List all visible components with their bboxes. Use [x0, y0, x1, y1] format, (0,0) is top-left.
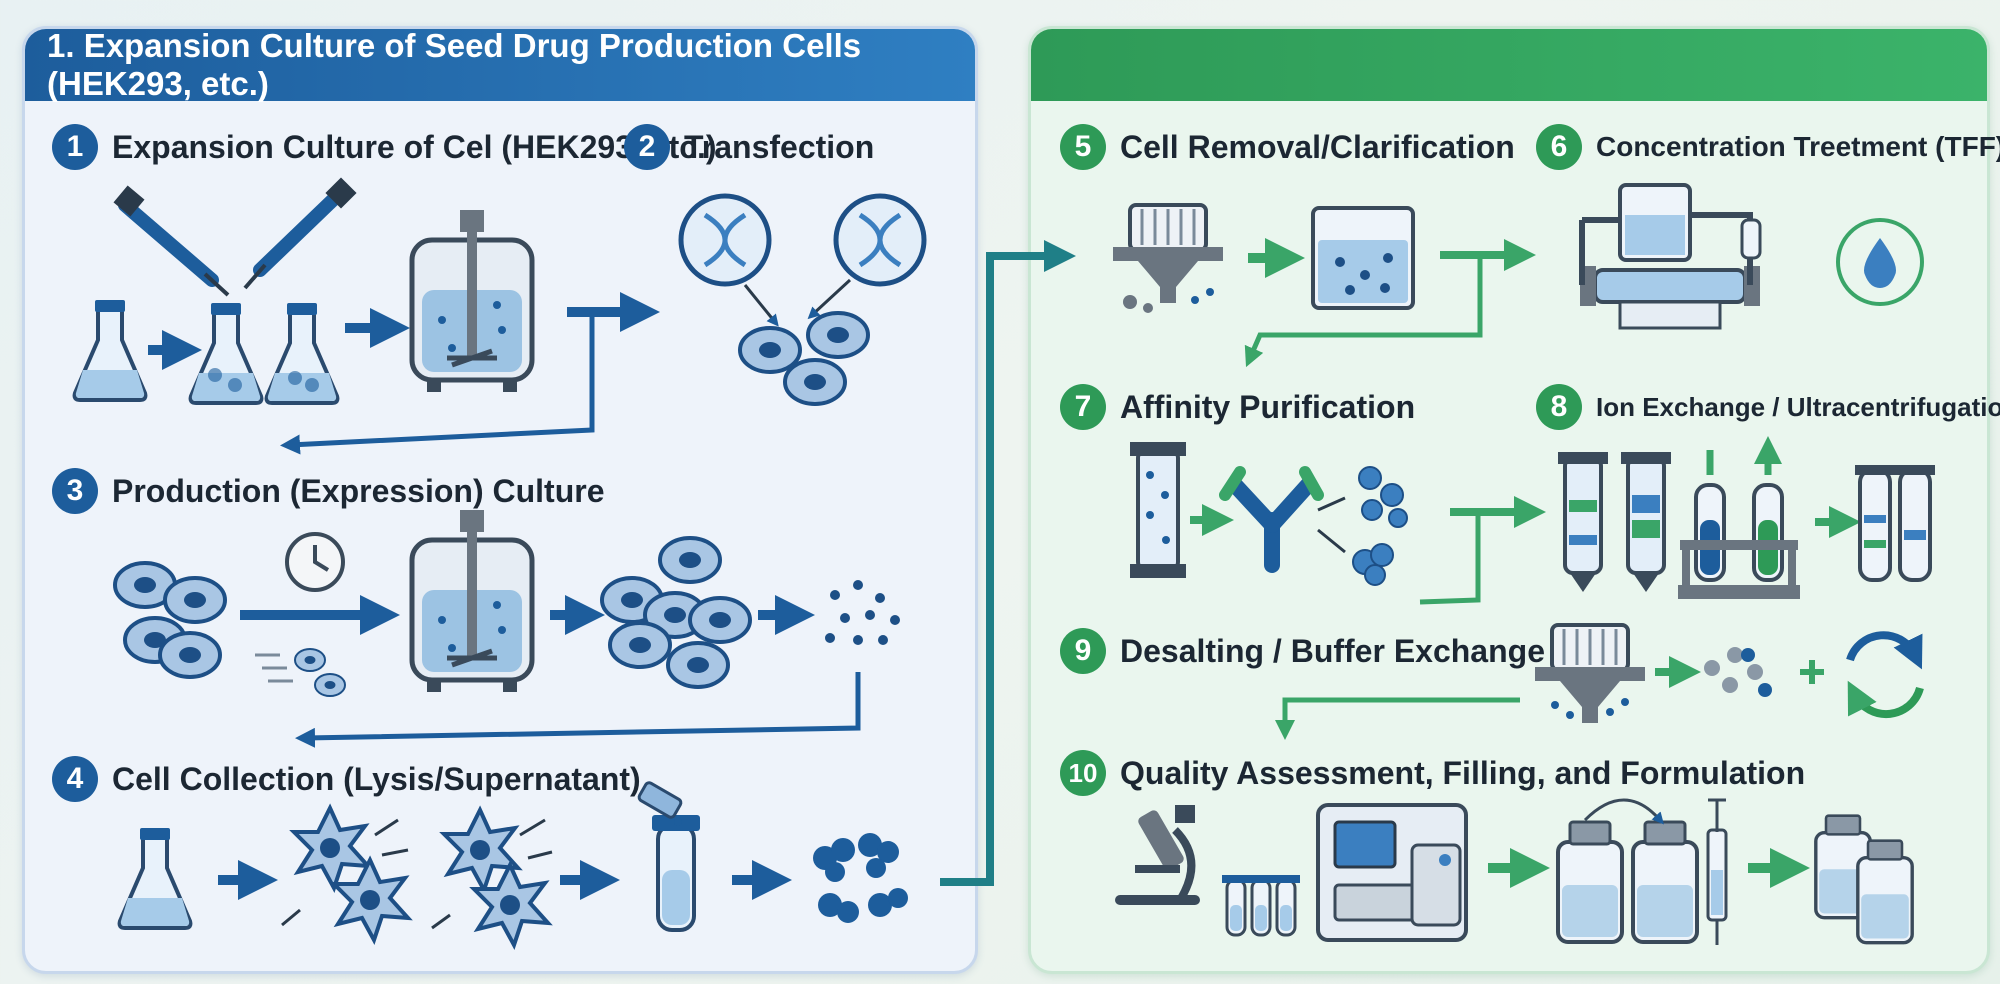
cell-icon: [658, 536, 722, 584]
analyzer-icon: [1316, 803, 1468, 942]
left-panel-title: 1. Expansion Culture of Seed Drug Produc…: [47, 27, 862, 102]
vial-icon: [1556, 820, 1624, 944]
broken-cell-icon: [292, 806, 370, 890]
step-8-text: Ion Exchange / Ultracentrifugation: [1596, 391, 2000, 422]
antibody-icon: [1219, 466, 1324, 573]
step-9-label: 9 Desalting / Buffer Exchange: [1060, 628, 1545, 674]
tube-icon: [1222, 875, 1300, 937]
filter-icon: [1111, 203, 1225, 305]
step-7-text: Affinity Purification: [1120, 388, 1416, 425]
step3-illustration: [113, 510, 900, 697]
step6-illustration: [1579, 183, 1924, 330]
step9-illustration: [1275, 623, 1924, 740]
filter-icon: [1533, 623, 1647, 725]
flask-icon: [72, 298, 148, 402]
step-5-badge: 5: [1060, 124, 1106, 170]
step-1-label: 1 Expansion Culture of Cel (HEK293, etc.…: [52, 124, 717, 170]
cell-icon: [163, 576, 227, 624]
step-9-text: Desalting / Buffer Exchange: [1120, 632, 1545, 669]
step-8-label: 8 Ion Exchange / Ultracentrifugation: [1536, 384, 2000, 430]
syringe-icon: [1706, 798, 1728, 945]
step-5-text: Cell Removal/Clarification: [1120, 128, 1515, 165]
cell-icon: [158, 631, 222, 679]
step-3-badge: 3: [52, 468, 98, 514]
column-icon: [1558, 452, 1608, 592]
step-4-badge: 4: [52, 756, 98, 802]
step-6-label: 6 Concentration Treetment (TFF): [1536, 124, 2000, 170]
dna-plasmid-icon: [678, 193, 779, 327]
droplet-icon: [1836, 218, 1924, 306]
flask-icon: [188, 301, 264, 405]
virus-particle-icon: [813, 833, 908, 923]
pipette-icon: [113, 185, 230, 297]
bioreactor-icon: [412, 210, 532, 392]
tube-icon: [1855, 465, 1935, 582]
tff-system-icon: [1579, 183, 1762, 330]
tube-rack-icon: [1678, 450, 1800, 599]
bioreactor-icon: [412, 510, 532, 692]
cell-icon: [738, 326, 802, 374]
step7-illustration: [1130, 442, 1546, 586]
cell-icon: [608, 621, 672, 669]
step-3-text: Production (Expression) Culture: [112, 472, 605, 509]
step-8-badge: 8: [1536, 384, 1582, 430]
cell-icon: [314, 673, 346, 697]
tube-icon: [637, 781, 702, 932]
clock-icon: [285, 532, 345, 592]
step5-illustration: [1111, 203, 1536, 313]
step8-illustration: [1558, 450, 1935, 599]
microscope-icon: [1115, 805, 1200, 905]
step-10-badge: 10: [1060, 750, 1106, 796]
left-panel: 1. Expansion Culture of Seed Drug Produc…: [22, 26, 978, 974]
right-panel-header: [1031, 29, 1987, 101]
step-4-label: 4 Cell Collection (Lysis/Supernatant): [52, 756, 641, 802]
step1-illustration: [72, 177, 660, 405]
cell-icon: [783, 358, 847, 406]
step-10-label: 10 Quality Assessment, Filling, and Form…: [1060, 750, 1805, 796]
step-7-badge: 7: [1060, 384, 1106, 430]
column-icon: [1130, 442, 1186, 578]
step-9-badge: 9: [1060, 628, 1106, 674]
step-4-text: Cell Collection (Lysis/Supernatant): [112, 760, 641, 797]
pipette-icon: [243, 177, 357, 290]
step2-illustration: [678, 193, 927, 406]
beaker-icon: [1311, 206, 1415, 310]
flask-icon: [117, 826, 193, 930]
dna-plasmid-icon: [807, 193, 927, 320]
vial-icon: [1631, 820, 1699, 944]
step-10-text: Quality Assessment, Filling, and Formula…: [1120, 754, 1806, 791]
broken-cell-icon: [332, 858, 410, 942]
cell-icon: [688, 596, 752, 644]
step-1-badge: 1: [52, 124, 98, 170]
left-panel-header: 1. Expansion Culture of Seed Drug Produc…: [25, 27, 975, 102]
step-1-text: Expansion Culture of Cel (HEK293, etc.): [112, 128, 717, 165]
step-2-text: Transfection: [684, 128, 875, 165]
recycle-icon: [1846, 631, 1924, 719]
cell-icon: [666, 641, 730, 689]
particle-icon: [825, 580, 900, 645]
cell-icon: [294, 648, 326, 672]
flask-icon: [264, 301, 340, 405]
step10-illustration: [1115, 798, 1914, 945]
step-6-text: Concentration Treetment (TFF): [1596, 131, 2000, 162]
step-5-label: 5 Cell Removal/Clarification: [1060, 124, 1515, 170]
step-6-badge: 6: [1536, 124, 1582, 170]
step-7-label: 7 Affinity Purification: [1060, 384, 1415, 430]
step-2-label: 2 Transfection: [624, 124, 874, 170]
step-2-badge: 2: [624, 124, 670, 170]
step4-illustration: [117, 781, 908, 947]
column-icon: [1621, 452, 1671, 592]
cell-icon: [806, 311, 870, 359]
step-3-label: 3 Production (Expression) Culture: [52, 468, 604, 514]
